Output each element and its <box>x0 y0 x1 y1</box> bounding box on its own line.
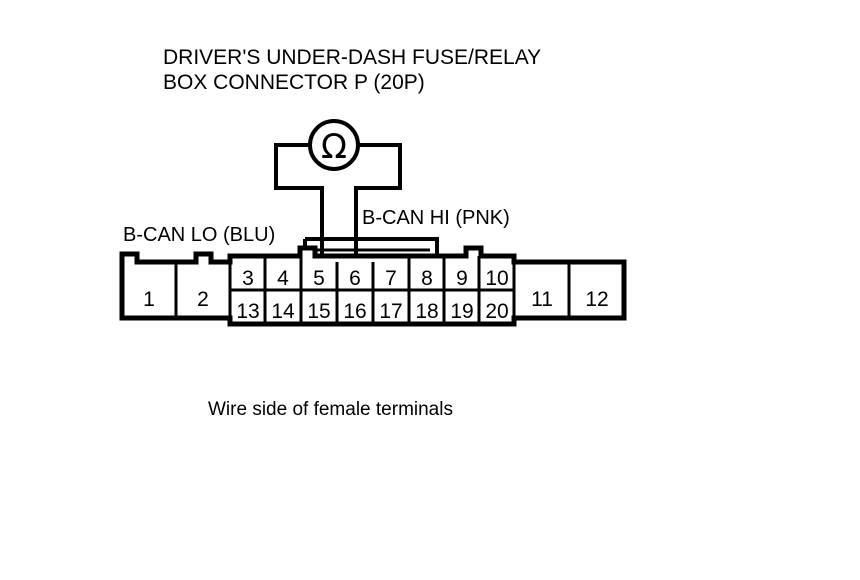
terminal-3[interactable]: 3 <box>242 267 254 290</box>
ohmmeter-circuit: Ω <box>274 119 402 262</box>
terminal-2[interactable]: 2 <box>197 288 209 311</box>
terminal-6[interactable]: 6 <box>349 267 361 290</box>
terminal-12[interactable]: 12 <box>585 288 608 311</box>
ohm-symbol: Ω <box>321 127 347 167</box>
diagram-title-line-1: DRIVER'S UNDER-DASH FUSE/RELAY <box>163 46 541 69</box>
ohmmeter-body <box>308 119 360 171</box>
terminal-4[interactable]: 4 <box>277 267 289 290</box>
terminal-5[interactable]: 5 <box>313 267 325 290</box>
terminal-15[interactable]: 15 <box>307 300 330 323</box>
diagram-caption: Wire side of female terminals <box>208 399 453 420</box>
terminal-1[interactable]: 1 <box>143 288 155 311</box>
terminal-20[interactable]: 20 <box>485 300 508 323</box>
terminal-8[interactable]: 8 <box>421 267 433 290</box>
diagram-title-line-2: BOX CONNECTOR P (20P) <box>163 71 425 94</box>
terminal-10[interactable]: 10 <box>485 267 508 290</box>
ohmmeter-right-lead <box>358 143 402 190</box>
terminal-13[interactable]: 13 <box>236 300 259 323</box>
terminal-block-middle-bottom: 13 14 15 16 17 18 19 20 <box>236 300 508 323</box>
terminal-19[interactable]: 19 <box>450 300 473 323</box>
terminal-9[interactable]: 9 <box>456 267 468 290</box>
terminal-17[interactable]: 17 <box>379 300 402 323</box>
terminal-block-middle-top: 3 4 5 6 7 8 9 10 <box>230 256 514 324</box>
terminal-18[interactable]: 18 <box>415 300 438 323</box>
terminal-7[interactable]: 7 <box>385 267 397 290</box>
wire-label-b-can-hi: B-CAN HI (PNK) <box>362 207 510 229</box>
terminal-16[interactable]: 16 <box>343 300 366 323</box>
ohmmeter-left-lead <box>274 143 320 190</box>
wire-label-b-can-lo: B-CAN LO (BLU) <box>123 224 275 246</box>
terminal-11[interactable]: 11 <box>531 288 553 311</box>
terminal-block-right: 11 12 <box>512 262 609 318</box>
terminal-14[interactable]: 14 <box>271 300 295 323</box>
